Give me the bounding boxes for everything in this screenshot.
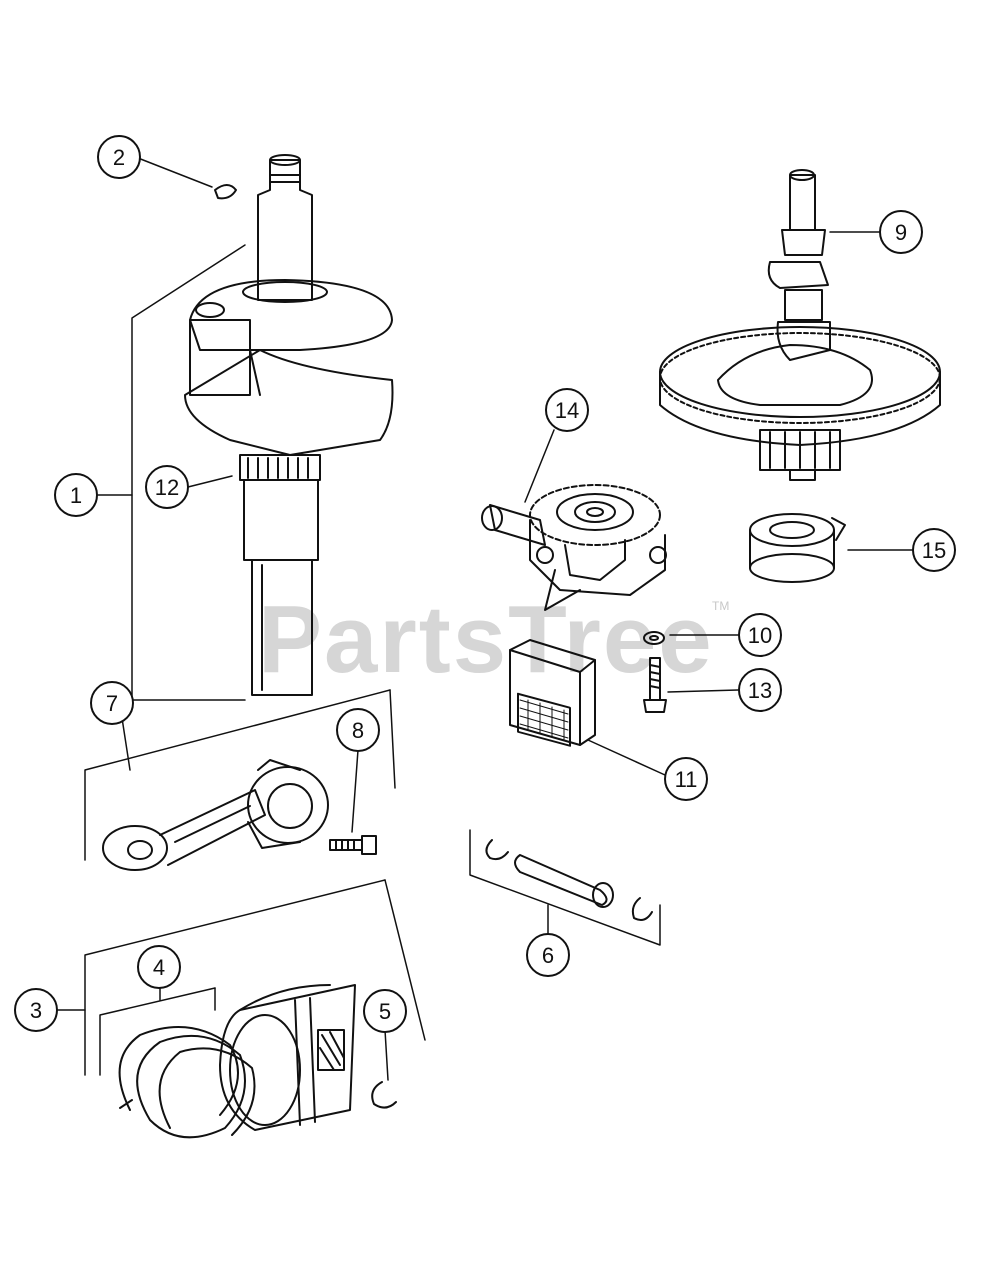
callout-5: 5 [363,989,407,1033]
oil-screen-mesh [519,699,569,741]
svg-text:10: 10 [748,623,772,648]
svg-text:6: 6 [542,943,554,968]
callout-10: 10 [738,613,782,657]
callout-7: 7 [90,681,134,725]
callout-2: 2 [97,135,141,179]
screw-drawing [643,657,667,713]
callout-6: 6 [526,933,570,977]
oil-pump-drawing [481,484,667,611]
connecting-rod-drawing [102,759,329,871]
svg-text:12: 12 [155,475,179,500]
crankshaft-drawing [184,154,394,696]
callout-4: 4 [137,945,181,989]
svg-text:14: 14 [555,398,579,423]
key-drawing [214,184,237,200]
svg-text:7: 7 [106,691,118,716]
oil-screen-drawing [509,639,596,747]
callout-14: 14 [545,388,589,432]
callout-11: 11 [664,757,708,801]
svg-text:2: 2 [113,145,125,170]
svg-text:4: 4 [153,955,165,980]
governor-spool-drawing [749,513,846,583]
group-brackets [84,244,661,1076]
piston-rings-drawing [118,1026,256,1139]
camshaft-drawing [659,169,941,481]
piston-drawing [219,984,356,1131]
watermark-trademark: TM [712,599,729,613]
callout-1: 1 [54,473,98,517]
svg-text:3: 3 [30,998,42,1023]
rod-bolt-drawing [329,835,377,855]
callout-13: 13 [738,668,782,712]
svg-text:13: 13 [748,678,772,703]
snap-ring-drawing [371,1081,397,1109]
leader-lines [54,157,914,1081]
piston-pin-drawing [485,839,653,921]
watermark: PartsTree TM [258,586,729,693]
svg-text:15: 15 [922,538,946,563]
washer-drawing [643,631,665,645]
callout-12: 12 [145,465,189,509]
callout-9: 9 [879,210,923,254]
callout-8: 8 [336,708,380,752]
svg-text:9: 9 [895,220,907,245]
watermark-text: PartsTree [258,586,714,693]
svg-text:5: 5 [379,999,391,1024]
callout-15: 15 [912,528,956,572]
callout-3: 3 [14,988,58,1032]
svg-text:11: 11 [675,767,698,792]
svg-text:1: 1 [70,483,82,508]
svg-text:8: 8 [352,718,364,743]
